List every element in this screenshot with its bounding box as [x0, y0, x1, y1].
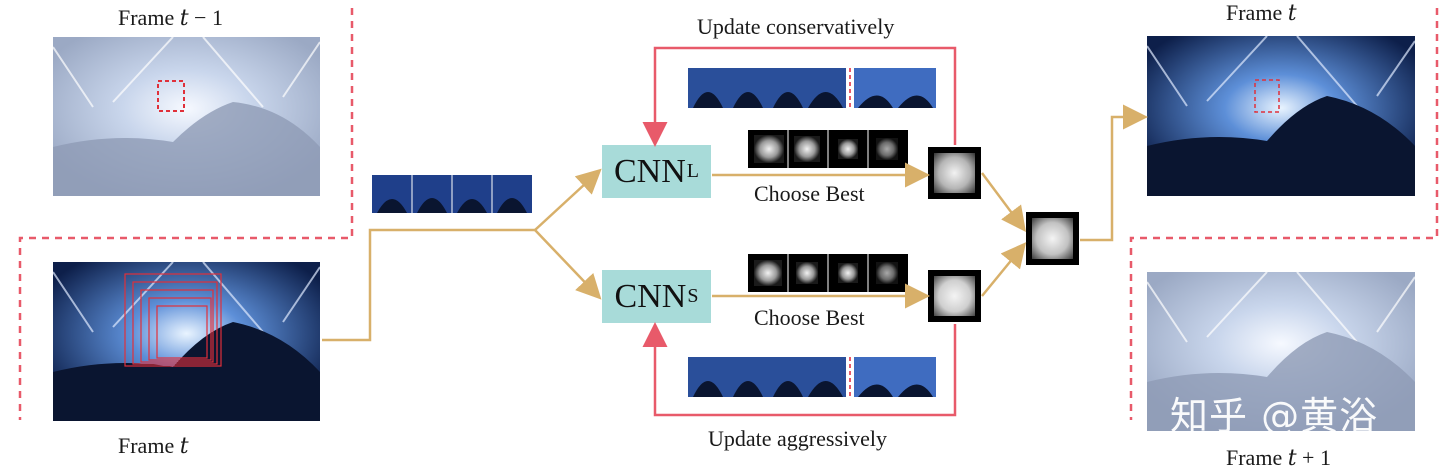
- dashed-separators: [18, 8, 1439, 420]
- cnn-l-sub: L: [686, 160, 699, 182]
- frame-prev-image: [53, 37, 320, 196]
- update-loops: [642, 46, 957, 417]
- watermark-text: 知乎 @黄浴: [1170, 394, 1379, 438]
- input-crop-strip: [372, 175, 532, 213]
- heatmap-strip-top: [748, 130, 908, 168]
- update-strip-bottom: [688, 357, 936, 397]
- cnn-s-name: CNN: [614, 277, 687, 315]
- frame-output-label: Frame 𝑡: [1226, 0, 1297, 25]
- frame-next-image: [1147, 272, 1415, 431]
- update-conservatively-label: Update conservatively: [697, 14, 895, 39]
- frame-current-label: Frame 𝑡: [118, 433, 189, 458]
- update-strip-top: [688, 68, 936, 108]
- best-mask-bottom: [928, 270, 981, 322]
- gold-flow: [322, 104, 1148, 342]
- frame-next-label: Frame 𝑡 + 1: [1226, 445, 1331, 470]
- best-mask-top: [928, 147, 981, 199]
- heatmap-strip-bottom: [748, 254, 908, 292]
- choose-best-top-label: Choose Best: [754, 181, 865, 206]
- cnn-l-name: CNN: [613, 152, 686, 190]
- frame-current-image: [53, 262, 320, 421]
- fused-mask: [1026, 212, 1079, 265]
- choose-best-bottom-label: Choose Best: [754, 305, 865, 330]
- frame-prev-label: Frame 𝑡 − 1: [118, 5, 223, 30]
- frame-output-image: [1147, 36, 1415, 196]
- update-aggressively-label: Update aggressively: [708, 426, 887, 451]
- cnn-s-sub: S: [687, 285, 699, 307]
